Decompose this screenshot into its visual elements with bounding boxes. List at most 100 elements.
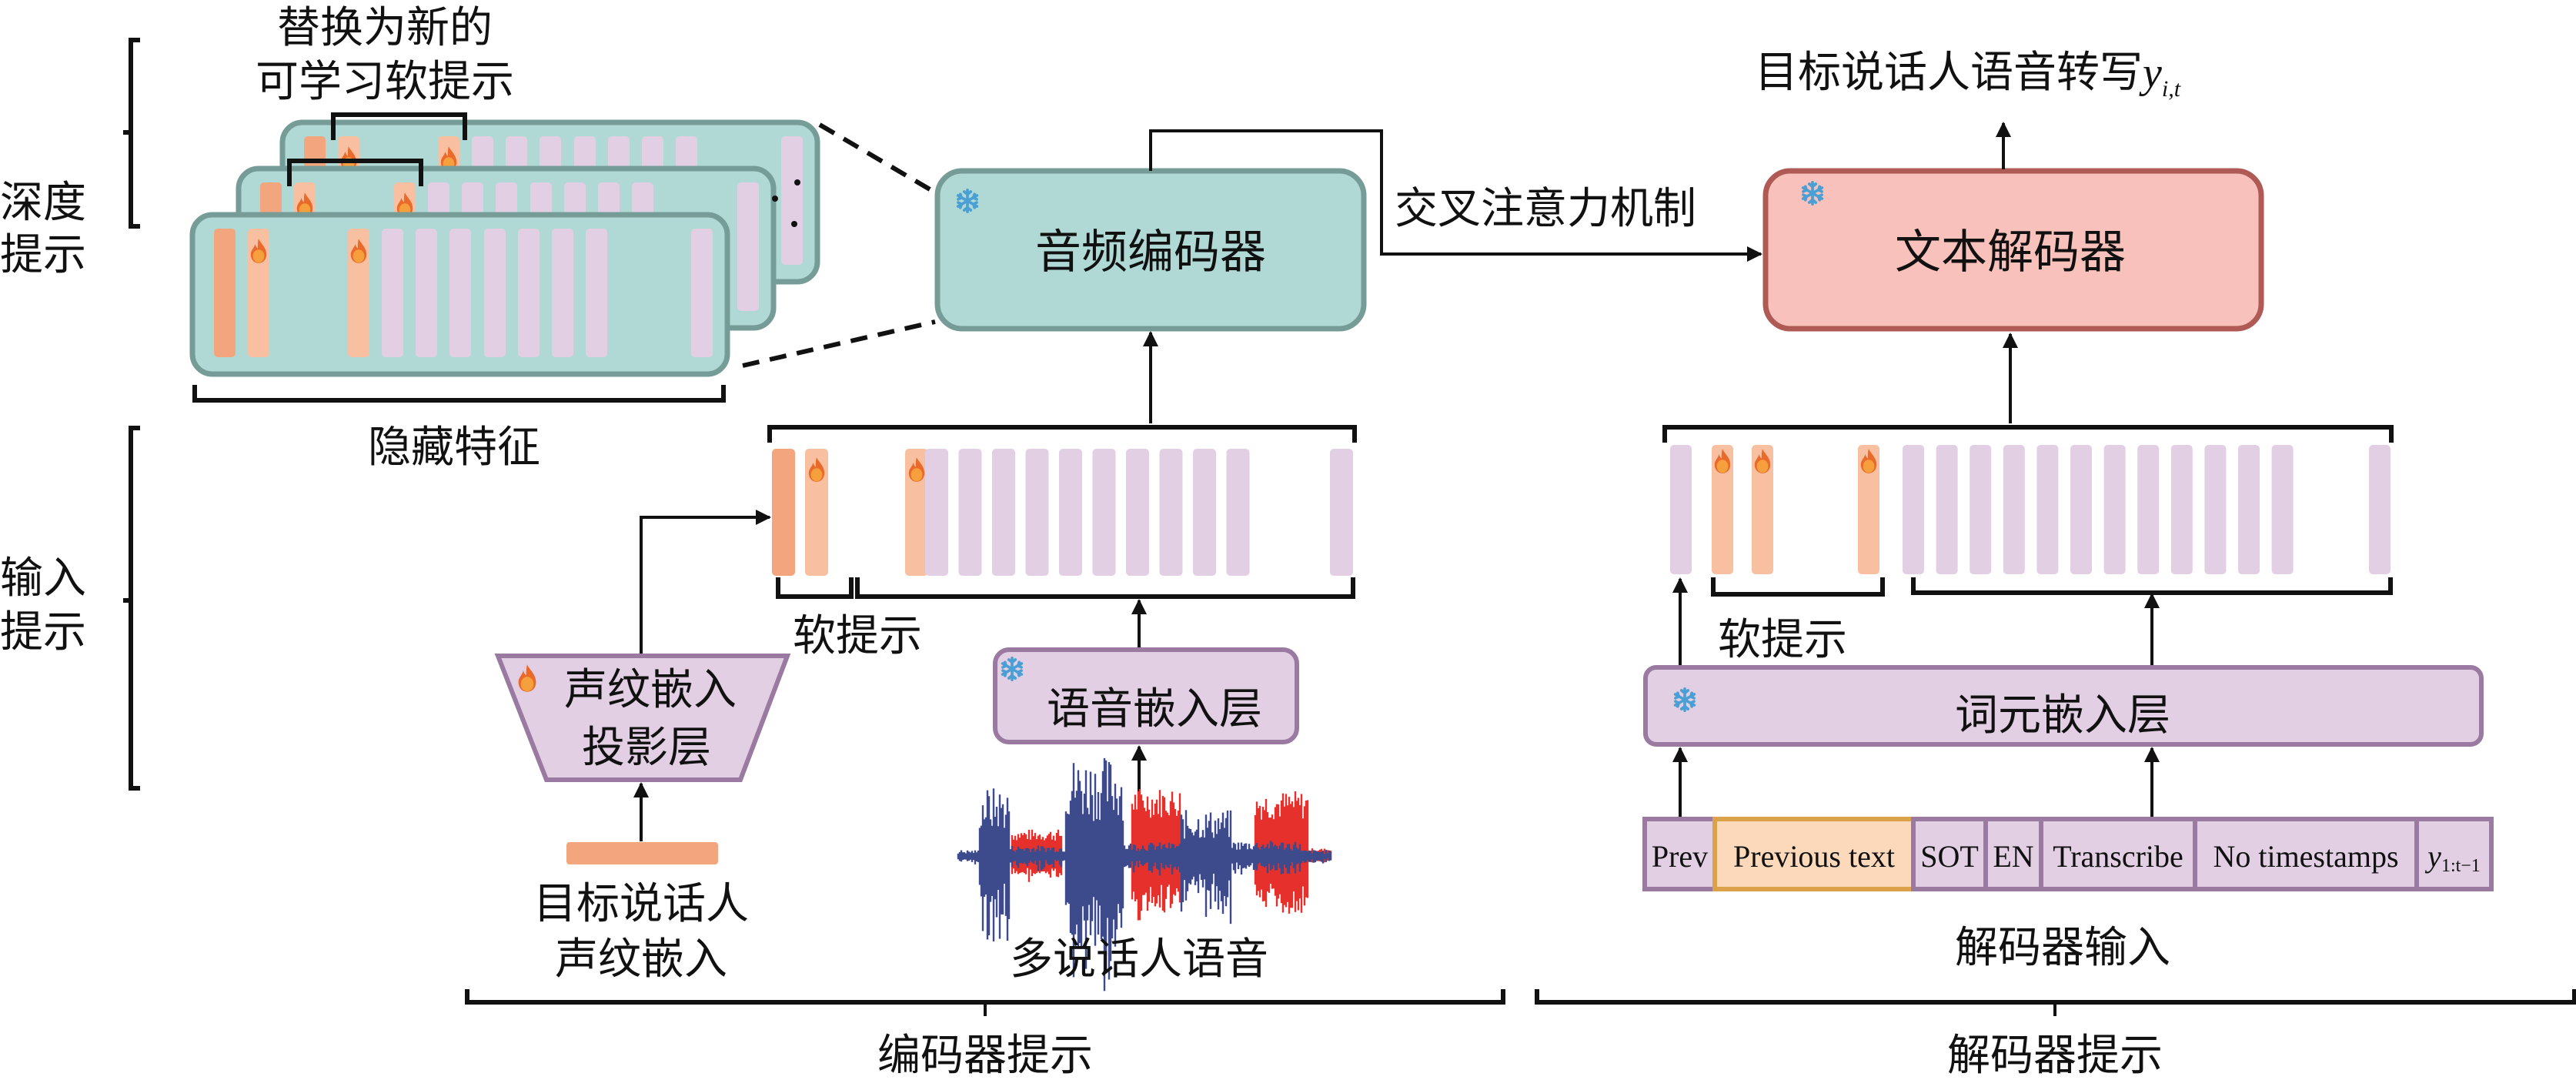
decoder-input-tokens [1670, 445, 2391, 574]
projection-dash-top [818, 122, 937, 195]
speech-token [925, 449, 948, 576]
decoder-input-label: 解码器输入 [1955, 923, 2170, 973]
sequence-token: SOT [1911, 817, 1988, 891]
cross-attention-label: 交叉注意力机制 [1395, 184, 1696, 234]
feature-token [586, 229, 607, 357]
soft-prompt-token [805, 449, 828, 576]
feature-token [781, 136, 803, 265]
text-token [2369, 445, 2391, 574]
hidden-features-label: 隐藏特征 [368, 423, 540, 473]
replace-bracket [331, 112, 467, 140]
hidden-features-bracket [192, 385, 726, 403]
speech-token [992, 449, 1015, 576]
speaker-projection-label-line1: 声纹嵌入 [564, 665, 737, 715]
text-token [1670, 445, 1692, 574]
speaker-projection-layer[interactable] [494, 654, 791, 782]
input-prompt-label-line1: 输入 [0, 553, 86, 604]
decoder-text-bracket [1911, 577, 2393, 595]
text-token [1936, 445, 1958, 574]
soft-prompt-token [1752, 445, 1773, 574]
text-token [1970, 445, 1992, 574]
target-speaker-label-line1: 目标说话人 [533, 879, 749, 929]
input-prompt-bracket [123, 426, 140, 791]
sequence-token: No timestamps [2193, 817, 2419, 891]
projection-dash-bottom [742, 319, 936, 368]
sequence-token-label: y1:t−1 [2424, 839, 2481, 876]
sequence-token-label: No timestamps [2213, 839, 2398, 874]
soft-prompt-token [905, 449, 928, 576]
feature-token [737, 182, 759, 311]
sequence-token-label: Prev [1652, 839, 1708, 874]
token-embedding-layer[interactable] [1643, 665, 2484, 747]
feature-token [552, 229, 573, 357]
ellipsis-dot [772, 196, 778, 202]
encoder-speech-bracket [855, 577, 1355, 599]
encoder-prompt-label: 编码器提示 [877, 1031, 1093, 1080]
encoder-soft-prompt-label: 软提示 [793, 611, 922, 661]
feature-token [484, 229, 506, 357]
target-speaker-label-line2: 声纹嵌入 [555, 935, 727, 985]
sequence-token-label: Previous text [1733, 839, 1895, 874]
replace-title-line2: 可学习软提示 [256, 57, 514, 107]
speaker-projection-arrow [640, 510, 771, 655]
soft-prompt-token [1858, 445, 1879, 574]
encoder-input-top-bracket [767, 425, 1357, 443]
replace-bracket [287, 159, 423, 186]
speech-token [1330, 449, 1353, 576]
sequence-token: y1:t−1 [2414, 817, 2494, 891]
text-token [2204, 445, 2227, 574]
sequence-token: EN [1983, 817, 2043, 891]
decoder-soft-prompt-bracket [1711, 577, 1885, 597]
deep-prompt-bracket [123, 38, 140, 229]
encoder-soft-prompt-bracket [776, 577, 854, 599]
replace-title-line1: 替换为新的 [277, 3, 493, 53]
ellipsis-dot [794, 179, 800, 186]
ellipsis-dot [791, 221, 797, 227]
audio-encoder-label: 音频编码器 [1035, 226, 1266, 279]
speech-token [1092, 449, 1116, 576]
speech-token [1126, 449, 1149, 576]
input-prompt-label-line2: 提示 [0, 607, 86, 657]
encoder-prompt-bracket [465, 989, 1505, 1005]
deep-prompt-label-line2: 提示 [0, 230, 86, 280]
speech-embedding-layer[interactable] [993, 647, 1299, 744]
sequence-cell [2039, 817, 2197, 891]
target-speaker-embedding-bar [566, 842, 718, 864]
cross-attention-arrow [1149, 129, 1762, 262]
speech-token [1193, 449, 1216, 576]
text-token [2070, 445, 2092, 574]
text-token [2137, 445, 2160, 574]
text-token [2238, 445, 2260, 574]
text-token [2271, 445, 2294, 574]
feature-token [382, 229, 403, 357]
text-decoder-label: 文本解码器 [1895, 226, 2126, 279]
hidden-feature-layers [189, 112, 820, 377]
feature-token [449, 229, 471, 357]
feature-token [518, 229, 540, 357]
encoder-input-tokens [772, 449, 1353, 576]
deep-prompt-label-line1: 深度 [0, 178, 86, 228]
sequence-token-label: EN [1993, 839, 2033, 874]
sequence-token-label: Transcribe [2053, 839, 2183, 874]
speaker-prompt-token [772, 449, 795, 576]
decoder-prompt-bracket [1535, 989, 2576, 1005]
hidden-feature-layer-card [189, 212, 730, 377]
speech-token [958, 449, 982, 576]
speaker-prompt-token [214, 229, 236, 357]
text-token [2003, 445, 2025, 574]
text-decoder[interactable] [1762, 168, 2264, 332]
text-token [2103, 445, 2126, 574]
sequence-cell [2414, 817, 2494, 891]
soft-prompt-token [1712, 445, 1733, 574]
text-token [1903, 445, 1924, 574]
output-label: 目标说话人语音转写yi,t [1755, 48, 2181, 102]
text-token [2170, 445, 2193, 574]
speech-token [1159, 449, 1183, 576]
decoder-soft-prompt-label: 软提示 [1718, 615, 1847, 665]
speech-embedding-label: 语音嵌入层 [1047, 684, 1262, 734]
sequence-token: Previous text [1712, 817, 1916, 891]
multi-speaker-speech-label: 多说话人语音 [1010, 935, 1268, 985]
